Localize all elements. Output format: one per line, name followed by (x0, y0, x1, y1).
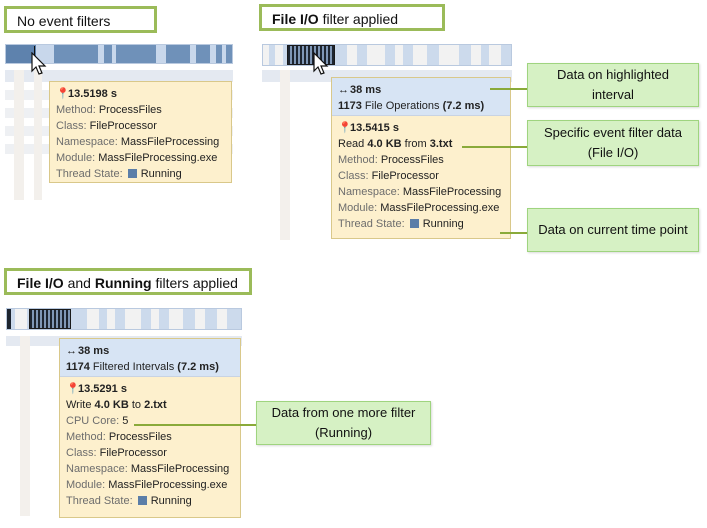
pin-icon: 📍 (66, 383, 80, 395)
tooltip-file-io-running: ↔38 ms 1174 Filtered Intervals (7.2 ms) … (59, 338, 241, 518)
connector-line (500, 232, 527, 234)
connector-line (490, 88, 528, 90)
panel-title-no-filters: No event filters (4, 6, 157, 33)
callout-specific-filter: Specific event filter data (File I/O) (527, 120, 699, 166)
timeline-strip-file-io[interactable] (262, 44, 512, 66)
mouse-cursor-icon (31, 52, 47, 75)
pin-icon: 📍 (338, 122, 352, 134)
timeline-strip-no-filter[interactable] (5, 44, 233, 64)
callout-current-time: Data on current time point (527, 208, 699, 252)
connector-line (134, 424, 256, 426)
panel-title-file-io-running: File I/O and Running filters applied (4, 268, 252, 295)
interval-arrows-icon: ↔ (338, 84, 349, 96)
state-square-icon (137, 496, 147, 505)
pin-icon: 📍 (56, 88, 70, 100)
tooltip-file-io: ↔38 ms 1173 File Operations (7.2 ms) 📍13… (331, 77, 511, 239)
state-square-icon (409, 219, 419, 228)
mouse-cursor-icon (313, 52, 329, 75)
panel-title-file-io: File I/O filter applied (259, 4, 445, 31)
tooltip-no-filter: 📍13.5198 s Method: ProcessFiles Class: F… (49, 81, 232, 183)
callout-highlighted-interval: Data on highlighted interval (527, 63, 699, 107)
callout-one-more-filter: Data from one more filter (Running) (256, 401, 431, 445)
timeline-strip-file-io-running[interactable] (6, 308, 242, 330)
state-square-icon (127, 169, 137, 178)
interval-arrows-icon: ↔ (66, 345, 77, 357)
connector-line (462, 146, 527, 148)
